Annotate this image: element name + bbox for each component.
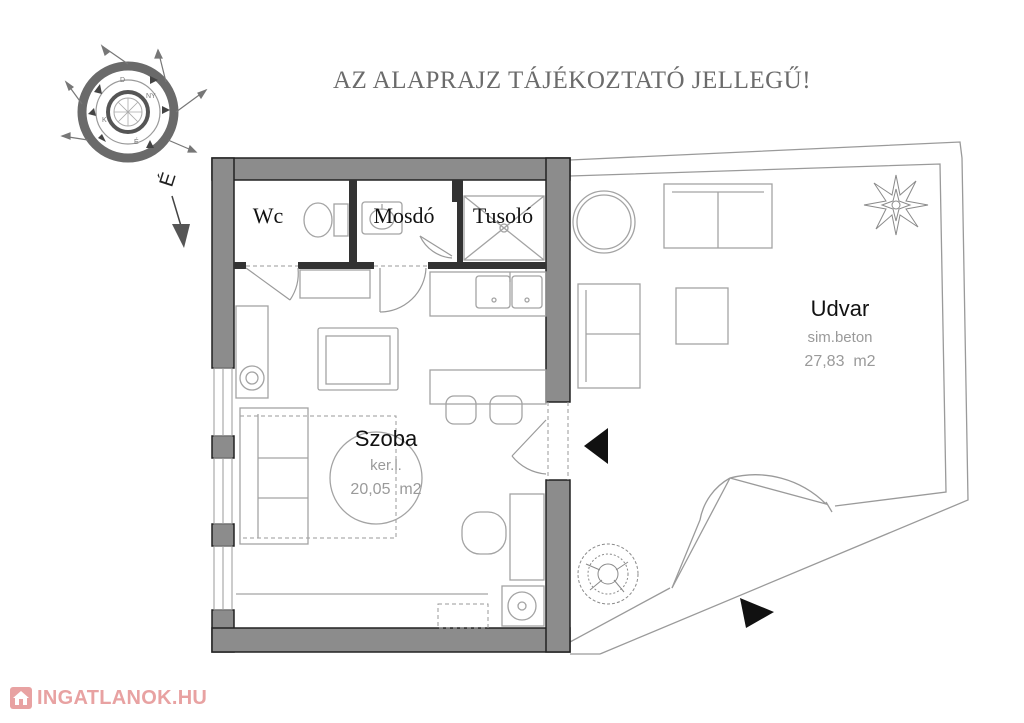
svg-text:D: D (120, 77, 125, 84)
apartment-walls (211, 157, 571, 653)
door-swings (245, 235, 547, 475)
room-surface-udvar: sim.beton (807, 329, 872, 346)
compass-icon: D NY É K (60, 44, 208, 163)
disclaimer-title: AZ ALAPRAJZ TÁJÉKOZTATÓ JELLEGŰ! (333, 66, 811, 94)
entrance-arrow-icon (584, 428, 608, 464)
plant-icon (577, 174, 929, 605)
courtyard-outline (569, 141, 969, 655)
room-area-udvar: 27,83 m2 (804, 353, 875, 370)
room-area-szoba: 20,05 m2 (350, 481, 421, 498)
watermark-text: INGATLANOK.HU (37, 686, 208, 709)
house-logo-icon (10, 687, 32, 709)
svg-text:K: K (102, 117, 107, 124)
windows (213, 367, 233, 611)
north-arrow-icon: É (155, 170, 190, 248)
room-label-wc: Wc (253, 203, 284, 228)
room-surface-szoba: ker.l. (370, 457, 402, 474)
svg-text:É: É (134, 137, 139, 146)
watermark: INGATLANOK.HU (8, 684, 214, 712)
furniture (235, 183, 773, 627)
room-label-udvar: Udvar (811, 296, 870, 321)
room-label-szoba: Szoba (355, 426, 418, 451)
north-letter: É (155, 170, 181, 190)
interior-partitions (234, 180, 546, 269)
room-label-mosdo: Mosdó (373, 203, 434, 228)
entrance-arrow-icon (740, 598, 774, 628)
svg-text:NY: NY (146, 93, 156, 100)
room-label-tusolo: Tusoló (473, 203, 533, 228)
